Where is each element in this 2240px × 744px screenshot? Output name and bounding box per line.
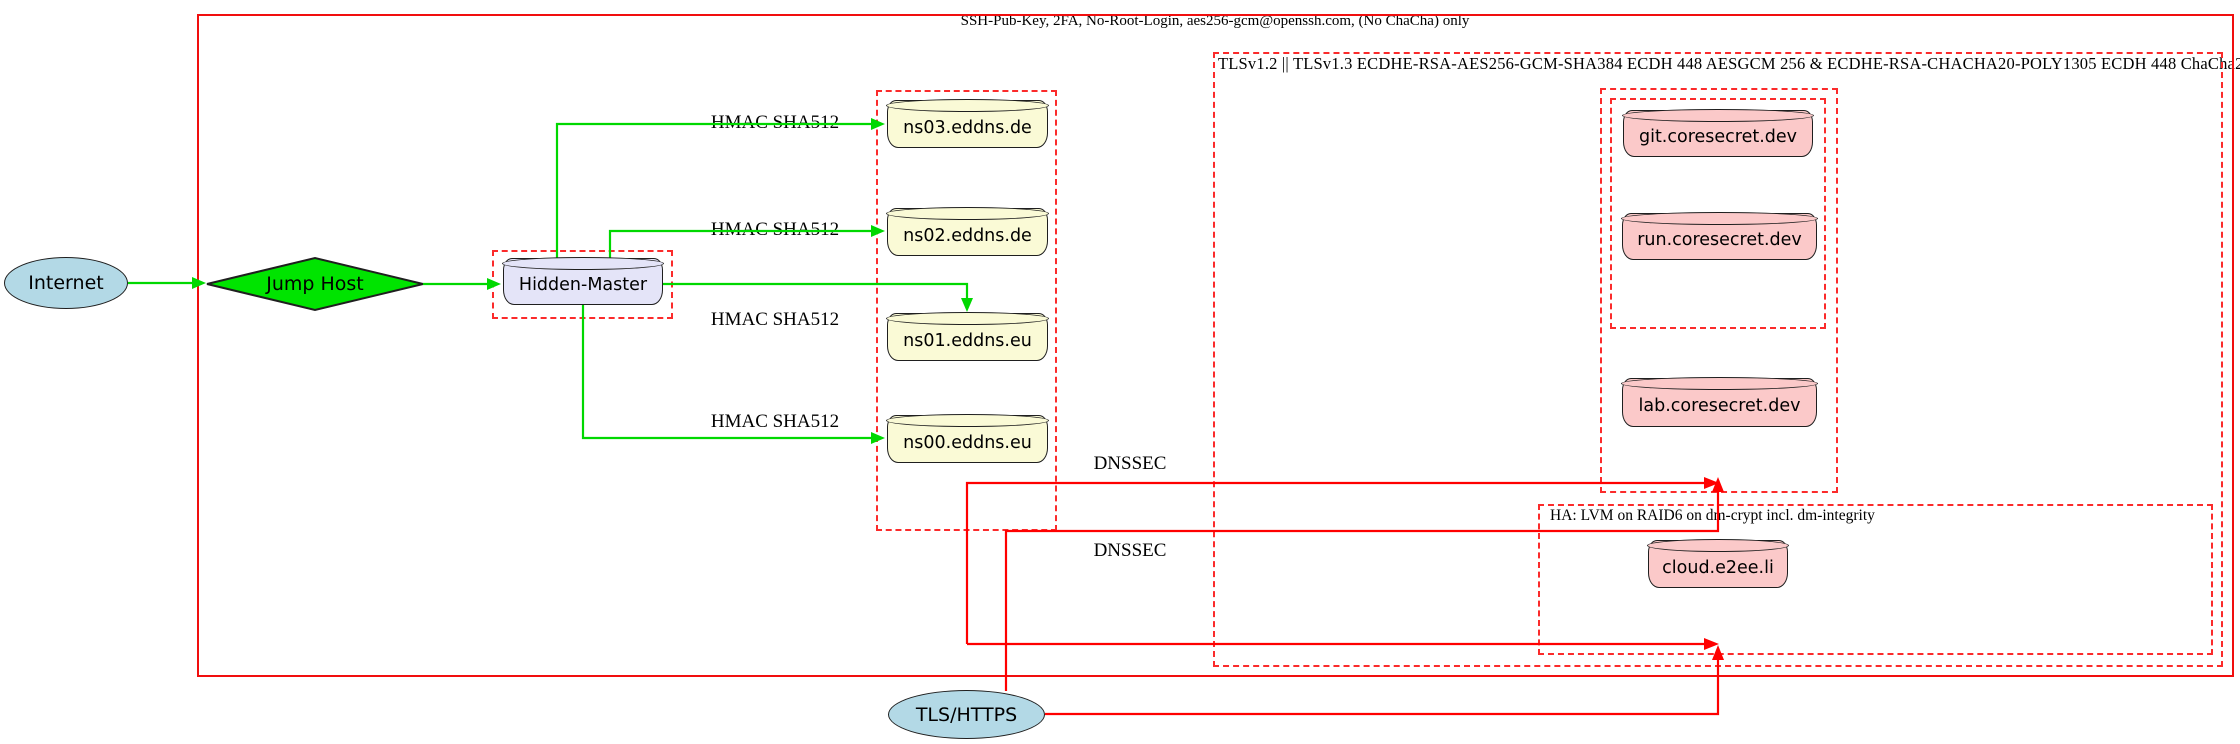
cluster-ssh-label: SSH-Pub-Key, 2FA, No-Root-Login, aes256-… (960, 13, 1470, 29)
cluster-ha-label: HA: LVM on RAID6 on dm-crypt incl. dm-in… (1550, 507, 1875, 524)
node-run-label: run.coresecret.dev (1637, 230, 1802, 250)
edge-label-hmac-ns03: HMAC SHA512 (710, 112, 840, 133)
node-ns03: ns03.eddns.de (886, 99, 1049, 148)
node-ns00: ns00.eddns.eu (886, 414, 1049, 463)
node-internet-label: Internet (28, 272, 104, 294)
node-tls-https-label: TLS/HTTPS (915, 703, 1018, 726)
node-lab-coresecret: lab.coresecret.dev (1621, 377, 1818, 427)
edge-hiddenmaster-to-ns02 (608, 225, 885, 260)
edge-label-hmac-ns01: HMAC SHA512 (710, 309, 840, 330)
node-git-coresecret: git.coresecret.dev (1622, 109, 1814, 157)
edge-dnssec-to-ha (967, 638, 1719, 650)
cluster-gitrun-boundary (1610, 98, 1826, 329)
edge-label-hmac-ns00: HMAC SHA512 (710, 411, 840, 432)
node-git-label: git.coresecret.dev (1638, 127, 1798, 147)
edge-hiddenmaster-to-ns01 (663, 282, 973, 312)
node-tls-https: TLS/HTTPS (888, 690, 1045, 739)
edge-jumphost-to-hiddenmaster (423, 278, 501, 290)
node-run-coresecret: run.coresecret.dev (1621, 212, 1818, 260)
edge-hiddenmaster-to-ns00 (581, 304, 885, 444)
node-cloud-label: cloud.e2ee.li (1662, 557, 1774, 578)
edge-dnssec-to-coresecret (965, 477, 1719, 644)
node-ns02: ns02.eddns.de (886, 207, 1049, 256)
node-jump-host: Jump Host (230, 273, 400, 295)
node-ns03-label: ns03.eddns.de (903, 117, 1032, 138)
edge-label-dnssec-2: DNSSEC (1093, 540, 1167, 561)
edge-tlshttps-to-coresecret (1004, 477, 1724, 691)
node-cloud-e2ee: cloud.e2ee.li (1647, 539, 1789, 588)
node-internet: Internet (4, 257, 128, 309)
node-jump-host-label: Jump Host (266, 273, 364, 295)
edge-tlshttps-to-ha (1045, 645, 1724, 716)
edge-hiddenmaster-to-ns03 (555, 118, 885, 260)
node-ns00-label: ns00.eddns.eu (903, 432, 1032, 453)
node-ns01: ns01.eddns.eu (886, 312, 1049, 361)
cluster-ssh-boundary (197, 14, 2234, 677)
node-hidden-master: Hidden-Master (502, 257, 664, 305)
edge-label-hmac-ns02: HMAC SHA512 (710, 219, 840, 240)
edge-internet-to-jumphost (128, 277, 206, 289)
edge-label-dnssec-1: DNSSEC (1093, 453, 1167, 474)
node-ns02-label: ns02.eddns.de (903, 225, 1032, 246)
node-ns01-label: ns01.eddns.eu (903, 330, 1032, 351)
node-lab-label: lab.coresecret.dev (1638, 396, 1801, 416)
node-hidden-master-label: Hidden-Master (518, 275, 648, 295)
cluster-ha-boundary (1538, 504, 2213, 655)
cluster-tls-label: TLSv1.2 || TLSv1.3 ECDHE-RSA-AES256-GCM-… (1218, 54, 2240, 73)
